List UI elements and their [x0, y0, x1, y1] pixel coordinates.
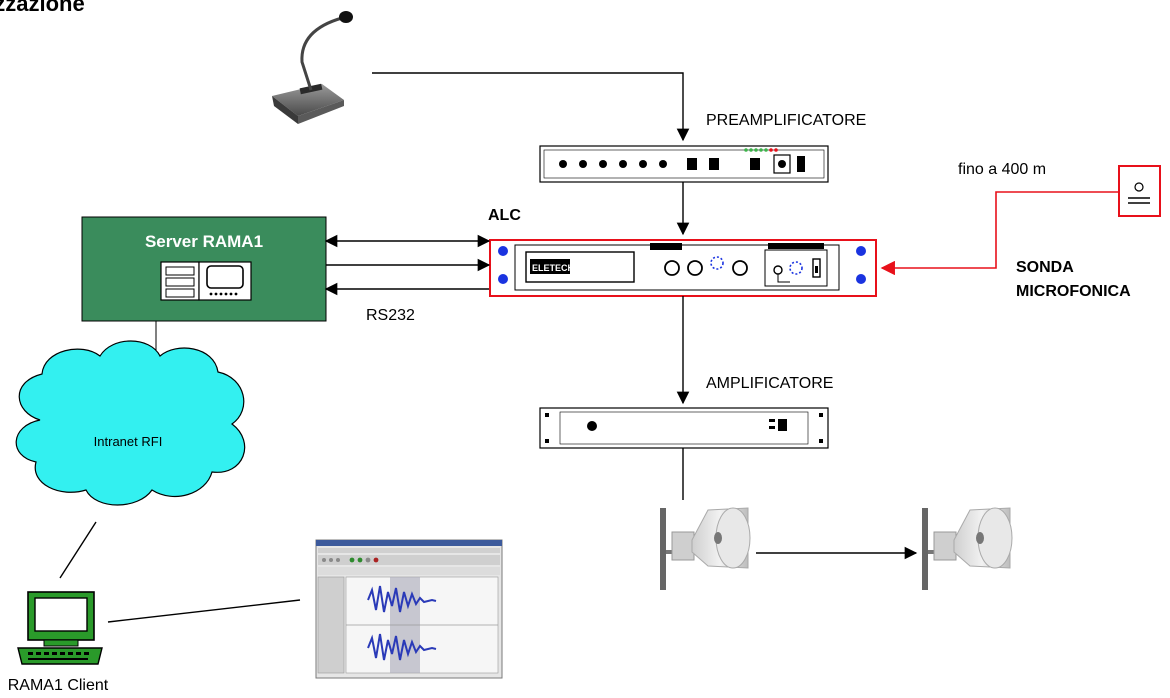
intranet-to-client-line [59, 521, 97, 579]
intranet-label: Intranet RFI [94, 434, 163, 449]
alc-label: ALC [488, 207, 521, 224]
distance-label: fino a 400 m [958, 161, 1046, 178]
amp-label: AMPLIFICATORE [706, 375, 833, 392]
preamp-label: PREAMPLIFICATORE [706, 112, 866, 129]
horn-speaker-icon [922, 507, 1013, 590]
alc-device [489, 239, 877, 297]
client-to-app-line [107, 599, 301, 623]
horn-speaker-icon [660, 507, 751, 590]
probe-link [880, 191, 1118, 276]
server-rama1 [81, 216, 327, 322]
microphone-probe [1118, 165, 1161, 217]
client-computer-icon [17, 591, 103, 665]
preamplifier-unit [539, 145, 829, 183]
server-icon [160, 261, 252, 301]
page-title: lizzazione [0, 0, 85, 16]
mic-to-preamp-line [372, 72, 690, 142]
desk-microphone-icon [272, 11, 353, 124]
device-brand: ELETECH [532, 263, 574, 273]
server-title: Server RAMA1 [145, 232, 263, 251]
intranet-cloud-icon [15, 340, 246, 506]
amplifier-unit [539, 407, 829, 449]
audio-editor-thumbnail [315, 539, 503, 679]
probe-label-line2: MICROFONICA [1016, 283, 1131, 300]
rs232-label: RS232 [366, 307, 415, 324]
probe-label-line1: SONDA [1016, 259, 1074, 276]
client-label: RAMA1 Client [8, 677, 109, 693]
